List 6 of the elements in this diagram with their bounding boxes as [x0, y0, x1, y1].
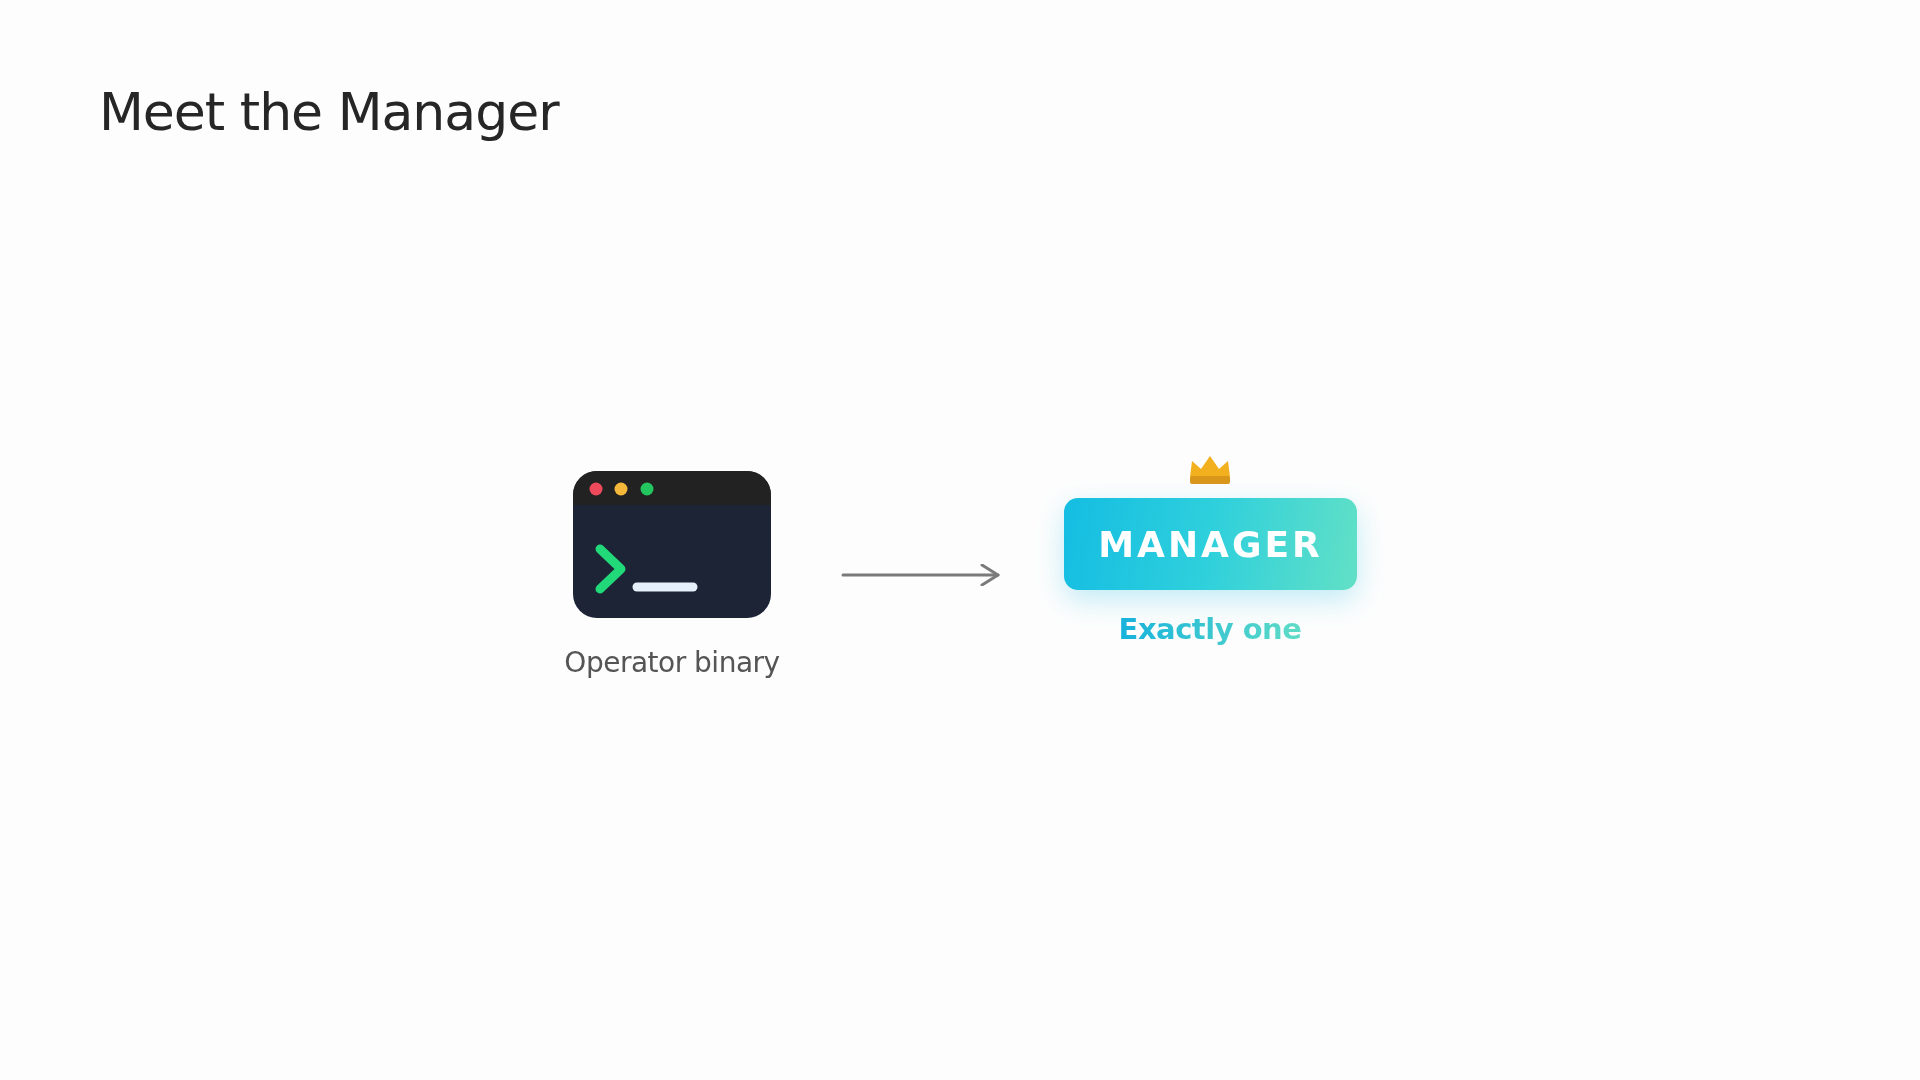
node-caption: Operator binary [564, 646, 780, 679]
node-label: MANAGER [1098, 523, 1323, 565]
manager-box [1064, 498, 1357, 590]
arrow [841, 563, 1000, 587]
slide-title: Meet the Manager [99, 82, 559, 142]
terminal-window-icon [573, 471, 771, 618]
